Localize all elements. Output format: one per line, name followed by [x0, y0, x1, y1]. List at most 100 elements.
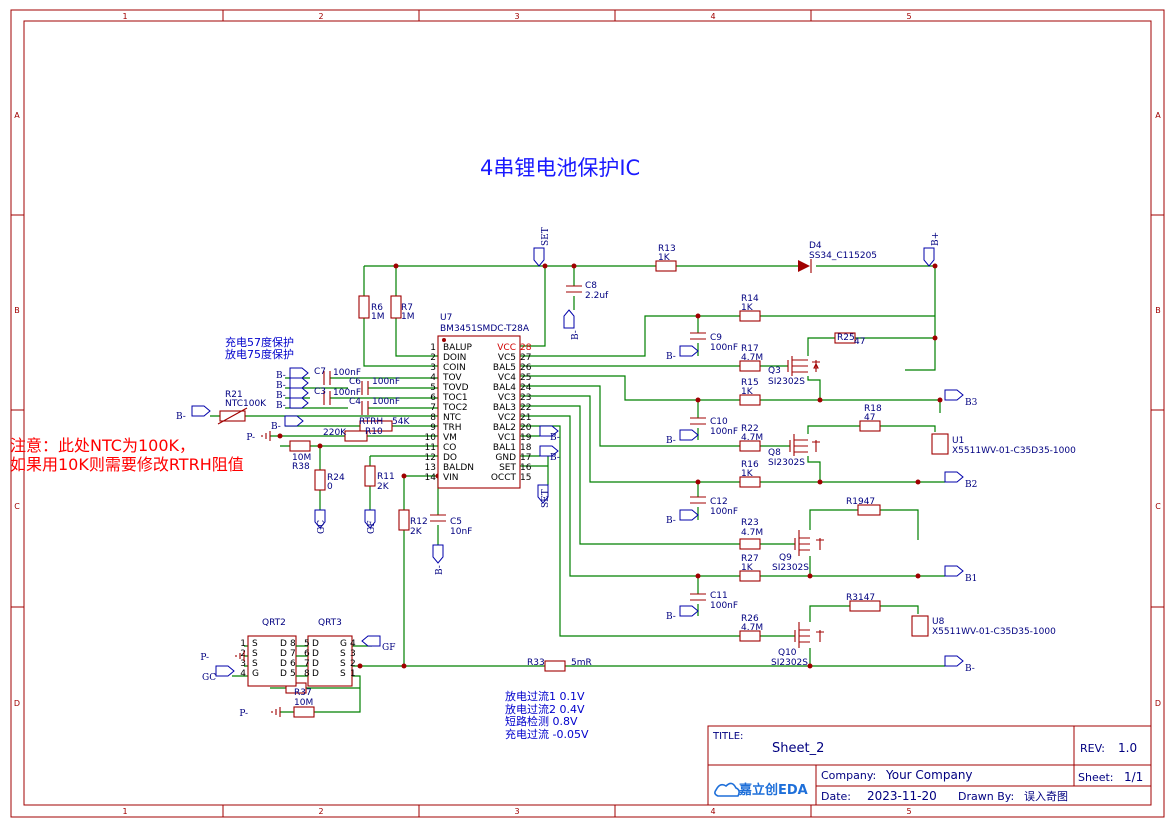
tb-title-label: TITLE: [712, 731, 743, 742]
label-c3-ref: C3 [314, 387, 326, 397]
frame-col-label: 1 [122, 807, 127, 816]
label-c5-value: 10nF [450, 527, 472, 537]
ic-pin-number: 10 [425, 433, 437, 443]
label-c8-ref: C8 [585, 281, 597, 291]
tb-drawn-label: Drawn By: [958, 790, 1014, 803]
resistor-r27 [739, 570, 761, 582]
ic-pin-number: 18 [520, 443, 532, 453]
ic-pin-name: OCCT [491, 473, 517, 483]
note-current: 放电过流1 0.1V [505, 689, 585, 703]
sheet-frame: 1 2 3 4 5 1 2 3 4 5 A B C D A B C D [10, 9, 1165, 818]
resistor-r13 [655, 260, 677, 272]
tb-sheet-value: 1/1 [1124, 770, 1143, 784]
sensor-u1 [931, 433, 949, 455]
label-r7-ref: R7 [401, 303, 413, 313]
net-port-label: GC [317, 520, 327, 534]
qrt3-ref: QRT3 [318, 618, 342, 628]
qrt-pin-number: 4 [350, 639, 356, 649]
frame-row-label: C [14, 502, 20, 511]
resistor-r14 [739, 310, 761, 322]
ic-pin-number: 16 [520, 463, 532, 473]
ic-pin-number: 8 [430, 413, 436, 423]
qrt-pin-name: D [280, 639, 287, 649]
component-labels: R61MR71MR131KC82.2ufD4SS34_C115205R141KC… [225, 241, 1076, 708]
qrt-pin-number: 6 [304, 649, 310, 659]
ic-pin-name: VC3 [498, 393, 516, 403]
qrt-pin-number: 4 [240, 669, 246, 679]
net-port [289, 397, 309, 409]
tb-rev-label: REV: [1080, 742, 1105, 755]
note-temp-discharge: 放电75度保护 [225, 347, 294, 361]
label-r15-ref: R15 [741, 378, 759, 388]
label-q8-ref: Q8 [768, 448, 781, 458]
net-port [284, 415, 304, 427]
resistor-r18 [859, 420, 881, 432]
ic-pin-name: BAL3 [493, 403, 516, 413]
label-c4-ref: C4 [349, 397, 361, 407]
qrt-pin-name: D [280, 669, 287, 679]
ic-pin-name: VC1 [498, 433, 516, 443]
label-r16-value: 1K [741, 469, 754, 479]
net-port-label: B- [271, 422, 281, 432]
qrt-pin-name: S [252, 659, 258, 669]
net-port-label: GF [367, 521, 377, 534]
temp-sensors [911, 433, 949, 637]
net-port-label: B- [276, 381, 286, 391]
net-port-label: B- [666, 612, 676, 622]
ic-pin-name: GND [495, 453, 516, 463]
net-port-label: B- [276, 401, 286, 411]
resistor-r15 [739, 394, 761, 406]
net-port-label: B- [965, 664, 975, 674]
label-r23-ref: R23 [741, 518, 759, 528]
frame-col-label: 4 [710, 807, 715, 816]
label-r26-value: 4.7M [741, 623, 763, 633]
junctions [277, 263, 943, 669]
ic-pin-name: BALUP [443, 343, 472, 353]
mosfet-q8 [789, 434, 820, 456]
label-r25-value: 47 [854, 337, 865, 347]
net-port [364, 509, 376, 529]
ic-pin-name: BAL5 [493, 363, 516, 373]
label-r26-ref: R26 [741, 614, 759, 624]
label-q9-value: SI2302S [772, 563, 809, 573]
resistor-r3147 [849, 600, 881, 612]
net-port-label: SET [541, 227, 551, 246]
ic-pin-name: BAL4 [493, 383, 516, 393]
note-current: 短路检测 0.8V [505, 714, 578, 728]
mosfets [787, 356, 824, 648]
net-port [679, 509, 699, 521]
tb-company-value: Your Company [885, 768, 973, 782]
label-c9-ref: C9 [710, 333, 722, 343]
label-q9-ref: Q9 [779, 553, 792, 563]
label-r18-ref: R18 [864, 404, 882, 414]
label-c5-ref: C5 [450, 517, 462, 527]
label-r38-value: 10M [292, 453, 311, 463]
net-port [533, 247, 545, 267]
label-q8-value: SI2302S [768, 458, 805, 468]
note-warning-rtrh: 如果用10K则需要修改RTRH阻值 [10, 455, 244, 474]
frame-row-label: A [1155, 111, 1161, 120]
ic-pin-number: 6 [430, 393, 436, 403]
ic-pin-number: 4 [430, 373, 436, 383]
ic-pin-number: 27 [520, 353, 531, 363]
net-port [923, 247, 935, 267]
ic-bm3451[interactable]: U7 BM3451SMDC-T28A [437, 313, 530, 489]
resistor-r25 [834, 332, 856, 344]
ic-pin-number: 12 [425, 453, 436, 463]
schematic-title: 4串锂电池保护IC [480, 156, 640, 180]
label-r10-value: 220K [323, 428, 347, 438]
label-r14-value: 1K [741, 303, 754, 313]
ic-pin-name: VIN [443, 473, 459, 483]
qrt-pin-number: 3 [350, 649, 356, 659]
label-r22-ref: R22 [741, 424, 759, 434]
ic-pin-number: 3 [430, 363, 436, 373]
qrt-pin-number: 6 [290, 659, 296, 669]
label-r21-ref: R21 [225, 390, 243, 400]
note-temp-charge: 充电57度保护 [225, 335, 294, 349]
frame-col-label: 5 [906, 12, 911, 21]
ic-pin-number: 22 [520, 403, 531, 413]
net-port [944, 655, 964, 667]
ic-pin-number: 11 [425, 443, 436, 453]
label-r37-ref: R37 [294, 688, 312, 698]
label-r13-ref: R13 [658, 244, 676, 254]
